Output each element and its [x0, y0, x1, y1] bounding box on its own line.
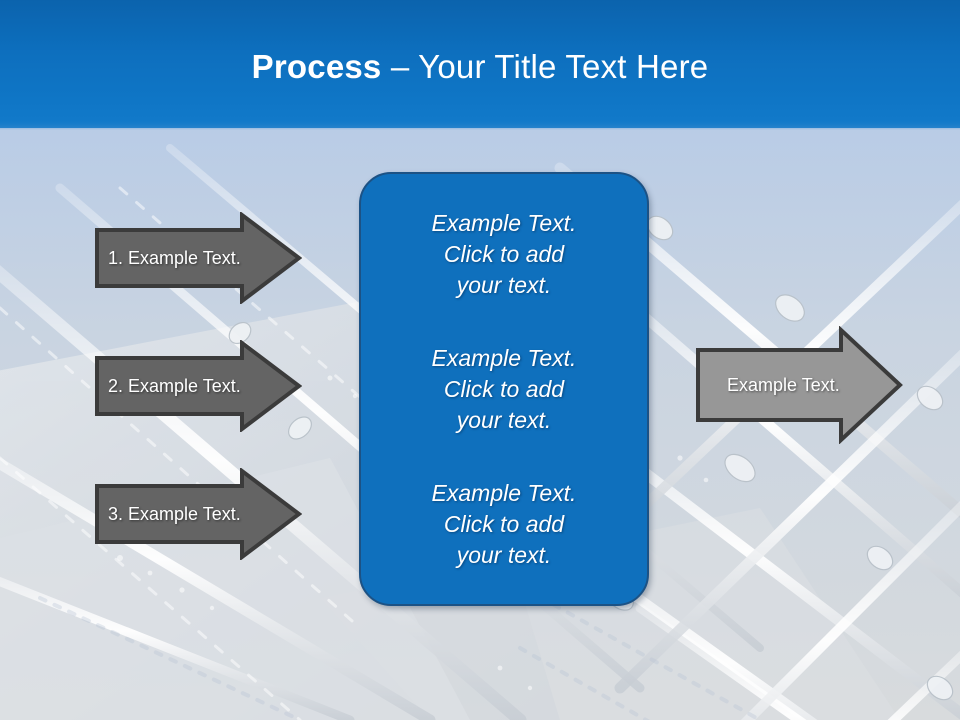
center-paragraph-1: Example Text. Click to add your text.	[431, 209, 577, 298]
output-arrow[interactable]: Example Text.	[695, 326, 903, 444]
center-paragraph-3: Example Text. Click to add your text.	[431, 479, 577, 568]
header-band	[0, 0, 960, 130]
page-title: Process – Your Title Text Here	[0, 46, 960, 88]
page-title-rest: – Your Title Text Here	[381, 48, 709, 85]
input-arrow-3[interactable]: 3. Example Text.	[94, 468, 302, 560]
center-paragraph-2: Example Text. Click to add your text.	[431, 344, 577, 433]
input-arrow-1[interactable]: 1. Example Text.	[94, 212, 302, 304]
center-content-box[interactable]: Example Text. Click to add your text. Ex…	[359, 172, 649, 606]
input-arrow-2[interactable]: 2. Example Text.	[94, 340, 302, 432]
page-title-bold: Process	[251, 48, 382, 85]
